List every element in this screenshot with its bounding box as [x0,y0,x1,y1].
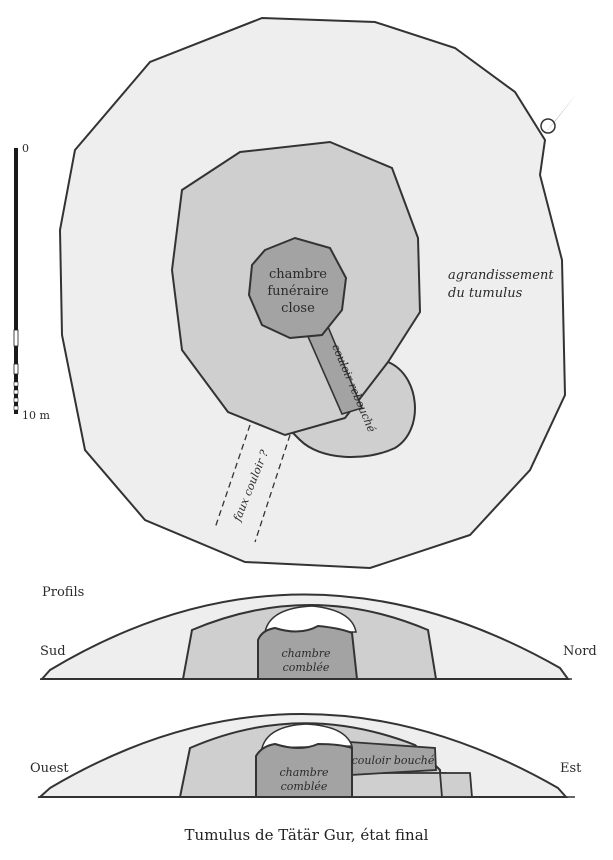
figure-caption: Tumulus de Tätär Gur, état final [184,826,429,844]
north-arrow-icon [540,92,578,136]
profile-2-chamber-filled [255,742,353,798]
profile-2-left-label: Ouest [30,761,69,776]
scale-zero-label: 0 [22,142,29,155]
profile-1-void [264,605,357,633]
profile-1-chamber-filled [257,624,359,680]
false-corridor [214,424,291,543]
chamber-label-line-2: funéraire [267,284,329,299]
profile-2-corridor-label: couloir bouché [352,754,435,767]
profile-2-corridor-step [347,772,447,798]
plan-view [58,16,567,570]
profile-1-chamber-label-2: comblée [283,661,330,674]
funerary-chamber [247,236,348,340]
enlargement-label-line-2: du tumulus [448,286,523,301]
profile-2-right-label: Est [560,761,582,776]
scale-max-label: 10 m [22,409,50,422]
profile-west-east [37,713,575,798]
chamber-label-line-3: close [281,301,315,316]
profile-2-corridor-step-2 [439,772,473,798]
scale-bar [13,148,19,414]
profiles-title: Profils [42,585,84,600]
profile-1-left-label: Sud [40,644,66,659]
profile-2-chamber-label-1: chambre [279,766,329,779]
profile-south-north [39,593,572,680]
enlargement-label-line-1: agrandissement [448,268,554,283]
profile-2-void [261,723,354,749]
chamber-label-line-1: chambre [269,267,327,282]
profile-1-chamber-label-1: chambre [281,647,331,660]
profile-1-right-label: Nord [563,644,597,659]
profile-2-chamber-label-2: comblée [281,780,328,793]
